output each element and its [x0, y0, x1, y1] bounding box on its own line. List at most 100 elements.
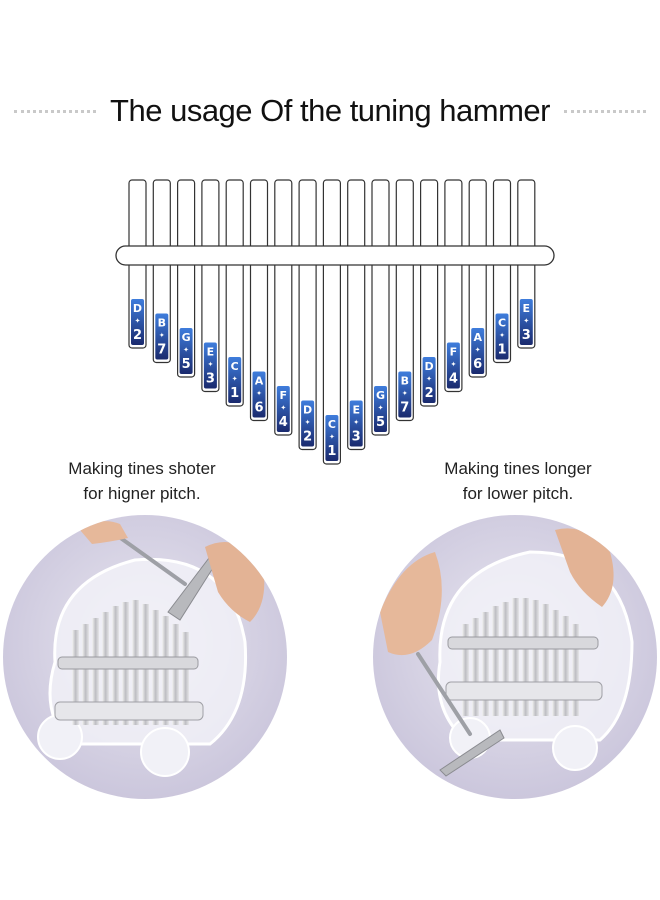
- note-letter: G: [182, 331, 191, 344]
- tuning-hammer: [416, 652, 472, 736]
- kalimba-diagram: D✦2B✦7G✦5E✦3C✦1A✦6F✦4D✦2C✦1E✦3G✦5B✦7D✦2F…: [115, 179, 555, 465]
- photo-shorten-tines: [3, 515, 287, 799]
- photo-lengthen-tines: [373, 515, 657, 799]
- note-letter: B: [401, 375, 409, 388]
- note-letter: G: [376, 389, 385, 402]
- hand-left: [80, 521, 128, 544]
- tine-11: [371, 179, 390, 436]
- note-letter: D: [425, 360, 434, 373]
- note-letter: C: [328, 418, 336, 431]
- note-label-bg: [179, 328, 193, 374]
- metal-bridge: [447, 636, 599, 650]
- sparkle-icon: ✦: [135, 317, 141, 325]
- note-label-bg: [252, 371, 266, 418]
- note-label-bg: [422, 357, 436, 403]
- page-header: The usage Of the tuning hammer: [0, 88, 660, 134]
- tine-6: [249, 179, 269, 422]
- note-label-bg: [495, 313, 509, 360]
- note-label-bg: [325, 415, 339, 461]
- tuning-hammer: [113, 532, 187, 586]
- bridge-bar: [115, 245, 555, 266]
- sparkle-icon: ✦: [232, 375, 238, 383]
- sparkle-icon: ✦: [329, 433, 335, 441]
- note-number: 6: [473, 357, 482, 372]
- note-letter: C: [231, 360, 239, 373]
- tine-15: [468, 179, 487, 378]
- note-label-bg: [519, 299, 533, 345]
- note-letter: E: [207, 346, 215, 359]
- note-number: 4: [279, 415, 288, 430]
- note-number: 2: [133, 328, 142, 343]
- sparkle-icon: ✦: [256, 390, 262, 398]
- note-number: 3: [206, 372, 215, 387]
- hand-right: [555, 528, 614, 607]
- note-letter: A: [473, 331, 482, 344]
- note-label-bg: [203, 342, 217, 389]
- right-caption-line1: Making tines longer: [444, 459, 592, 478]
- dotted-divider-left: [14, 109, 97, 113]
- note-number: 7: [157, 343, 166, 358]
- note-label-bg: [276, 386, 290, 432]
- left-caption-line2: for higner pitch.: [83, 484, 201, 503]
- left-caption-line1: Making tines shoter: [68, 459, 216, 478]
- sparkle-icon: ✦: [207, 361, 213, 369]
- note-label-bg: [374, 386, 387, 432]
- sparkle-icon: ✦: [353, 419, 359, 427]
- tine-4: [201, 179, 220, 393]
- note-label-bg: [349, 400, 363, 447]
- note-label-bg: [471, 328, 485, 374]
- note-number: 2: [425, 386, 434, 401]
- metal-bridge: [57, 656, 199, 670]
- sparkle-icon: ✦: [183, 346, 189, 354]
- tine-3: [177, 179, 196, 378]
- note-label-bg: [301, 400, 315, 447]
- note-letter: A: [255, 375, 264, 388]
- tine-14: [444, 179, 463, 393]
- sparkle-icon: ✦: [450, 361, 456, 369]
- note-number: 1: [497, 343, 506, 358]
- note-label-bg: [398, 371, 412, 418]
- right-caption-line2: for lower pitch.: [462, 484, 574, 503]
- dotted-divider-right: [563, 109, 647, 113]
- tine-7: [274, 179, 293, 436]
- tine-12: [395, 179, 414, 422]
- note-label-bg: [446, 342, 460, 389]
- note-label-bg: [155, 313, 169, 360]
- note-number: 1: [327, 444, 336, 459]
- right-caption: Making tines longer for lower pitch.: [388, 456, 648, 506]
- note-number: 7: [400, 401, 409, 416]
- note-number: 3: [522, 328, 531, 343]
- note-letter: E: [523, 302, 531, 315]
- tine-13: [420, 179, 439, 407]
- sparkle-icon: ✦: [523, 317, 529, 325]
- note-letter: E: [352, 404, 360, 417]
- note-number: 6: [254, 401, 263, 416]
- sparkle-icon: ✦: [159, 332, 165, 340]
- note-letter: D: [303, 404, 312, 417]
- sparkle-icon: ✦: [378, 404, 384, 412]
- sparkle-icon: ✦: [475, 346, 481, 354]
- tine-5: [225, 179, 244, 407]
- note-number: 4: [449, 372, 458, 387]
- note-letter: F: [450, 346, 458, 359]
- note-number: 3: [352, 430, 361, 445]
- sparkle-icon: ✦: [402, 390, 408, 398]
- sparkle-icon: ✦: [305, 419, 311, 427]
- note-number: 5: [376, 415, 385, 430]
- sparkle-icon: ✦: [426, 375, 432, 383]
- metal-base-plate: [54, 701, 204, 721]
- metal-base-plate: [445, 681, 603, 701]
- note-letter: B: [158, 317, 166, 330]
- hand-left: [380, 552, 442, 656]
- left-caption: Making tines shoter for higner pitch.: [12, 456, 272, 506]
- page-title: The usage Of the tuning hammer: [110, 93, 550, 128]
- note-label-group: D✦2B✦7G✦5E✦3C✦1A✦6F✦4D✦2C✦1E✦3G✦5B✦7D✦2F…: [131, 299, 533, 461]
- note-number: 5: [182, 357, 191, 372]
- sparkle-icon: ✦: [280, 404, 286, 412]
- hand-right: [205, 542, 265, 622]
- metal-tines: [462, 598, 579, 716]
- note-letter: C: [498, 317, 506, 330]
- note-number: 2: [303, 430, 312, 445]
- note-letter: D: [133, 302, 142, 315]
- note-letter: F: [280, 389, 288, 402]
